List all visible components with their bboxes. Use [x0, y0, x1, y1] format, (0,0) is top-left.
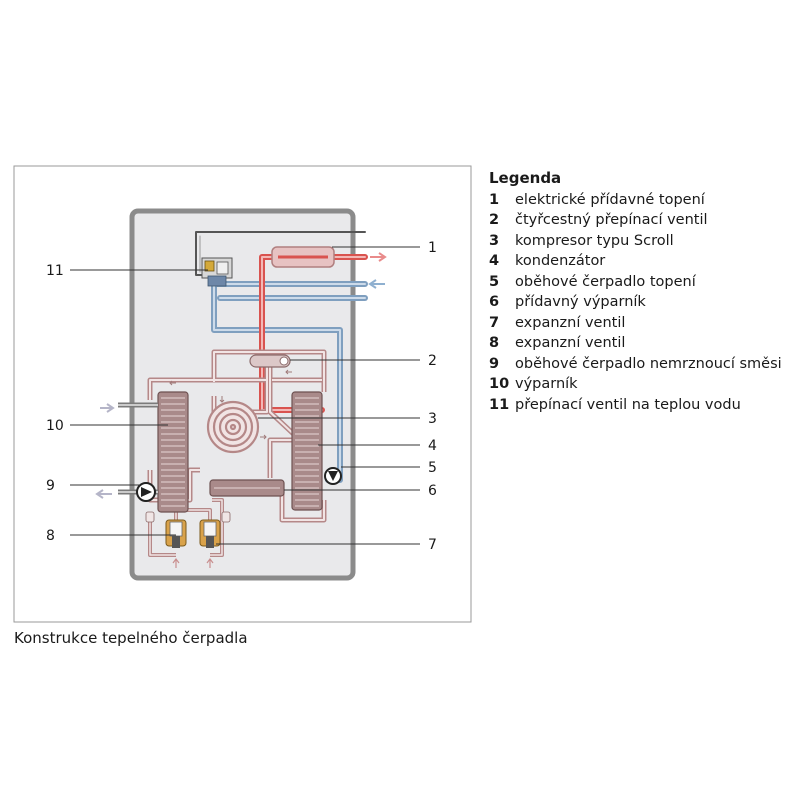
callout-5: 5: [428, 460, 437, 476]
legend-item: 11 přepínací ventil na teplou vodu: [489, 395, 782, 416]
heating-pump: [324, 467, 342, 485]
legend-item: 2 čtyřcestný přepínací ventil: [489, 210, 782, 231]
callout-9: 9: [46, 478, 55, 494]
legend-item-number: 5: [489, 273, 500, 290]
legend-item-label: přídavný výparník: [515, 294, 646, 310]
condenser: [291, 391, 323, 511]
hot-out-arrow: [370, 252, 387, 262]
expansion-valve-8: [165, 519, 187, 548]
cold-in-arrow: [368, 279, 385, 289]
callout-3: 3: [428, 411, 437, 427]
callout-4: 4: [428, 438, 437, 454]
expansion-lines-inner: [149, 499, 223, 556]
legend-item: 3 kompresor typu Scroll: [489, 231, 782, 252]
callout-11: 11: [46, 263, 64, 279]
brine-out-arrow: [95, 489, 112, 499]
legend-item: 8 expanzní ventil: [489, 333, 782, 354]
four-way-valve-port: [279, 356, 289, 366]
legend-item-label: kondenzátor: [515, 253, 606, 269]
scroll-compressor: [206, 400, 260, 454]
legend-item-label: čtyřcestný přepínací ventil: [515, 212, 708, 228]
brine-in-arrow: [100, 403, 115, 413]
legend-item-label: expanzní ventil: [515, 335, 626, 351]
callout-numbers: 1 2 3 4 5 6 7 8 9 10 11: [46, 240, 437, 553]
four-way-valve: [249, 354, 291, 368]
brine-pump: [136, 482, 156, 502]
legend-item-number: 10: [489, 376, 510, 392]
additional-evaporator: [209, 479, 285, 497]
legend-item-number: 9: [489, 355, 500, 372]
legend-list: 1 elektrické přídavné topení 2 čtyřcestný p…: [489, 190, 782, 416]
hot-water-switching-valve: [201, 257, 233, 287]
flow-arrows-right: [368, 252, 387, 289]
legend-item-number: 11: [489, 396, 510, 413]
callout-8: 8: [46, 528, 55, 544]
legend-item: 9 oběhové čerpadlo nemrznoucí směsi: [489, 354, 782, 375]
legend-item: 5 oběhové čerpadlo topení: [489, 272, 782, 293]
legend-item-label: oběhové čerpadlo nemrznoucí směsi: [515, 355, 782, 372]
evaporator: [157, 391, 189, 513]
legend-item-label: oběhové čerpadlo topení: [515, 273, 696, 290]
legend-item-label: elektrické přídavné topení: [515, 191, 705, 208]
legend-item: 6 přídavný výparník: [489, 292, 782, 313]
legend-title: Legenda: [489, 169, 562, 187]
legend-item: 10 výparník: [489, 374, 782, 395]
legend: Legenda 1 elektrické přídavné topení 2 čtyř…: [489, 168, 782, 415]
callout-2: 2: [428, 353, 437, 369]
legend-item: 7 expanzní ventil: [489, 313, 782, 334]
legend-item-label: expanzní ventil: [515, 314, 626, 331]
legend-item-number: 7: [489, 314, 500, 331]
figure-caption: Konstrukce tepelného čerpadla: [14, 629, 248, 647]
callout-10: 10: [46, 418, 64, 434]
callout-lines: [70, 246, 420, 545]
legend-item-number: 6: [489, 294, 500, 310]
legend-item: 1 elektrické přídavné topení: [489, 190, 782, 211]
legend-item-number: 8: [489, 335, 500, 351]
valve-filters: [145, 511, 231, 523]
refrigerant-flow-arrows: [169, 369, 292, 440]
callout-7: 7: [428, 537, 437, 553]
callout-1: 1: [428, 240, 437, 256]
legend-item-number: 3: [489, 232, 500, 249]
legend-item-label: výparník: [515, 376, 578, 392]
legend-item-label: kompresor typu Scroll: [515, 232, 674, 249]
legend-item-number: 4: [489, 253, 500, 269]
legend-item: 4 kondenzátor: [489, 251, 782, 272]
legend-item-number: 2: [489, 212, 500, 228]
legend-item-number: 1: [489, 191, 500, 208]
upward-flow-arrows: [172, 558, 214, 568]
legend-item-label: přepínací ventil na teplou vodu: [515, 396, 741, 413]
expansion-valve-7: [199, 519, 221, 548]
callout-6: 6: [428, 483, 437, 499]
